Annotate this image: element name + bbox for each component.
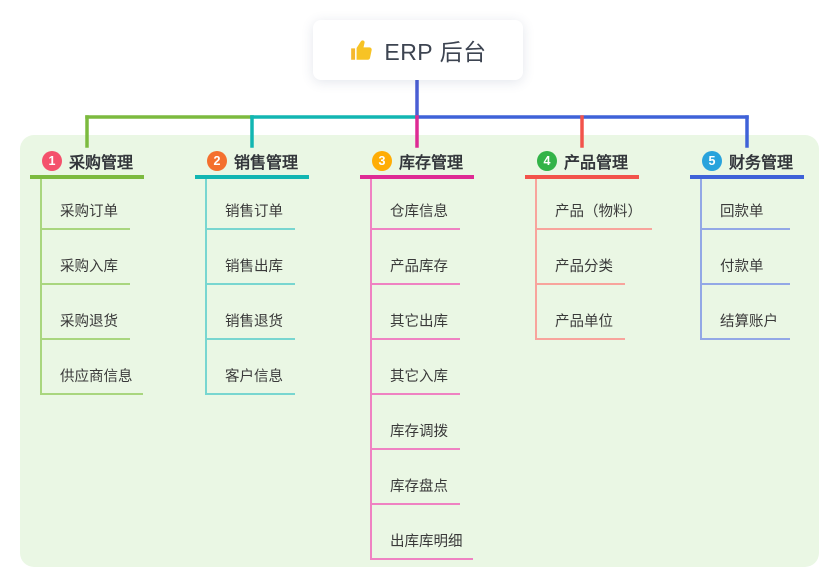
branch-header-5[interactable]: 5 财务管理 bbox=[690, 147, 804, 179]
child-label: 产品单位 bbox=[555, 314, 613, 330]
child-label: 出库库明细 bbox=[390, 534, 463, 550]
branch-header-3[interactable]: 3 库存管理 bbox=[360, 147, 474, 179]
branch-number-badge: 4 bbox=[537, 151, 557, 171]
branch-header-2[interactable]: 2 销售管理 bbox=[195, 147, 309, 179]
child-label: 其它出库 bbox=[390, 314, 448, 330]
child-node[interactable]: 仓库信息 bbox=[372, 175, 460, 230]
child-label: 销售退货 bbox=[225, 314, 283, 330]
child-node[interactable]: 采购订单 bbox=[42, 175, 130, 230]
child-label: 产品（物料） bbox=[555, 204, 642, 220]
child-node[interactable]: 产品单位 bbox=[537, 285, 625, 340]
branch-header-1[interactable]: 1 采购管理 bbox=[30, 147, 144, 179]
root-node[interactable]: ERP 后台 bbox=[313, 20, 523, 80]
branch-number-badge: 3 bbox=[372, 151, 392, 171]
branch-header-4[interactable]: 4 产品管理 bbox=[525, 147, 639, 179]
child-label: 采购退货 bbox=[60, 314, 118, 330]
background-panel bbox=[20, 135, 819, 567]
child-node[interactable]: 付款单 bbox=[702, 230, 790, 285]
child-label: 库存盘点 bbox=[390, 479, 448, 495]
branch-children-1: 采购订单采购入库采购退货供应商信息 bbox=[40, 175, 143, 395]
child-label: 仓库信息 bbox=[390, 204, 448, 220]
child-node[interactable]: 库存盘点 bbox=[372, 450, 460, 505]
child-node[interactable]: 出库库明细 bbox=[372, 505, 473, 560]
branch-number-badge: 1 bbox=[42, 151, 62, 171]
child-node[interactable]: 其它入库 bbox=[372, 340, 460, 395]
child-label: 回款单 bbox=[720, 204, 764, 220]
child-label: 采购订单 bbox=[60, 204, 118, 220]
child-label: 供应商信息 bbox=[60, 369, 133, 385]
branch-label: 销售管理 bbox=[234, 155, 299, 172]
branch-children-2: 销售订单销售出库销售退货客户信息 bbox=[205, 175, 295, 395]
branch-number-badge: 5 bbox=[702, 151, 722, 171]
child-node[interactable]: 销售订单 bbox=[207, 175, 295, 230]
child-label: 采购入库 bbox=[60, 259, 118, 275]
branch-children-3: 仓库信息产品库存其它出库其它入库库存调拨库存盘点出库库明细 bbox=[370, 175, 473, 560]
child-node[interactable]: 供应商信息 bbox=[42, 340, 143, 395]
child-node[interactable]: 产品库存 bbox=[372, 230, 460, 285]
branch-children-4: 产品（物料） 产品分类产品单位 bbox=[535, 175, 652, 340]
child-label: 销售订单 bbox=[225, 204, 283, 220]
child-node[interactable]: 库存调拨 bbox=[372, 395, 460, 450]
branch-label: 采购管理 bbox=[69, 155, 134, 172]
child-label: 付款单 bbox=[720, 259, 764, 275]
child-node[interactable]: 产品分类 bbox=[537, 230, 625, 285]
branch-label: 库存管理 bbox=[399, 155, 464, 172]
child-label: 库存调拨 bbox=[390, 424, 448, 440]
branch-label: 财务管理 bbox=[729, 155, 794, 172]
child-label: 客户信息 bbox=[225, 369, 283, 385]
child-node[interactable]: 结算账户 bbox=[702, 285, 790, 340]
child-label: 其它入库 bbox=[390, 369, 448, 385]
child-node[interactable]: 回款单 bbox=[702, 175, 790, 230]
child-label: 结算账户 bbox=[720, 314, 778, 330]
child-node[interactable]: 采购入库 bbox=[42, 230, 130, 285]
branch-label: 产品管理 bbox=[564, 155, 629, 172]
child-label: 产品分类 bbox=[555, 259, 613, 275]
branch-children-5: 回款单付款单结算账户 bbox=[700, 175, 790, 340]
child-node[interactable]: 销售出库 bbox=[207, 230, 295, 285]
child-node[interactable]: 销售退货 bbox=[207, 285, 295, 340]
child-node[interactable]: 产品（物料） bbox=[537, 175, 652, 230]
branch-number-badge: 2 bbox=[207, 151, 227, 171]
child-label: 产品库存 bbox=[390, 259, 448, 275]
root-label: ERP 后台 bbox=[384, 39, 487, 65]
child-node[interactable]: 客户信息 bbox=[207, 340, 295, 395]
child-node[interactable]: 其它出库 bbox=[372, 285, 460, 340]
child-label: 销售出库 bbox=[225, 259, 283, 275]
child-node[interactable]: 采购退货 bbox=[42, 285, 130, 340]
thumbs-up-icon bbox=[349, 37, 375, 63]
